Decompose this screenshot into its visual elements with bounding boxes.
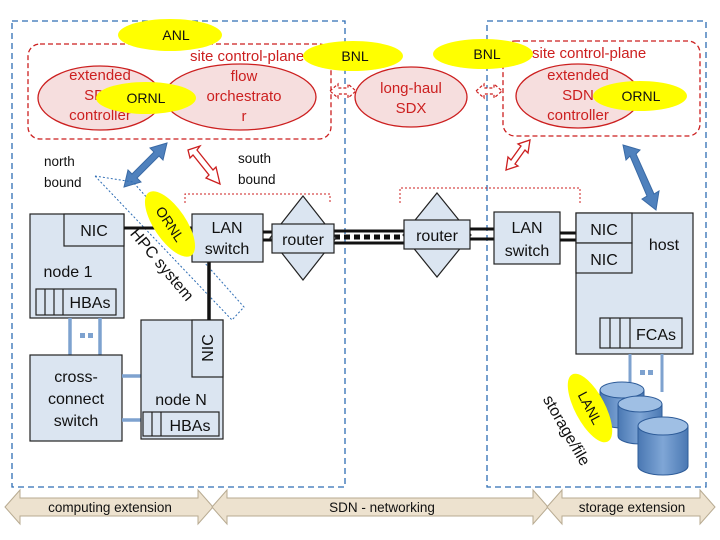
computing-extension-label: computing extension [48, 500, 172, 515]
south-bound-bracket-right [399, 187, 581, 203]
anl-badge [118, 19, 222, 51]
lan-switch-right-line2: switch [505, 243, 549, 260]
host-fcas-label: FCAs [636, 327, 676, 344]
node-n-hbas-box [142, 411, 220, 437]
storage-link-dot-1 [640, 370, 645, 375]
host-nic-1-label: NIC [590, 222, 618, 239]
ext-sdn-ctrl-left-line1: extended [69, 67, 131, 84]
anl-label: ANL [162, 27, 189, 43]
ornl-right-badge [593, 81, 687, 111]
node-1-nic-box [63, 213, 125, 247]
south-bound-arrow-left [187, 144, 221, 186]
sdn-networking-label: SDN - networking [329, 500, 435, 515]
flow-orch-line2: orchestrato [206, 88, 281, 105]
site-control-plane-right-label: site control-plane [532, 45, 646, 62]
lan-switch-left-line2: switch [205, 241, 249, 258]
router-left-box [271, 223, 335, 254]
router-right-label: router [416, 228, 458, 245]
long-haul-sdx-line2: SDX [396, 100, 427, 117]
router-right-box [403, 219, 471, 250]
right-site-control-plane [502, 40, 701, 137]
left-site-region [11, 20, 346, 488]
lan-switch-right-box [493, 211, 561, 265]
lan-switch-right-line1: LAN [511, 220, 542, 237]
cross-connect-line1: cross- [54, 369, 98, 386]
cross-connect-line2: connect [48, 391, 105, 408]
south-bound-line1: south [238, 151, 271, 166]
cross-connect-switch-box [29, 354, 123, 442]
cross-connect-line3: switch [54, 413, 98, 430]
storage-cylinder-3 [637, 416, 689, 476]
site-control-plane-left-label: site control-plane [190, 48, 304, 65]
node-n-label: node N [155, 392, 207, 409]
flow-orch-line1: flow [231, 68, 258, 85]
long-haul-sdx [354, 66, 468, 128]
bnl-left-badge [303, 41, 403, 71]
ext-sdn-ctrl-left-line3: controller [69, 107, 131, 124]
node-1-link-dot-1 [80, 333, 85, 338]
ext-sdn-ctrl-right-line2: SDN [562, 87, 594, 104]
north-bound-line2: bound [44, 175, 82, 190]
node-1-link-dot-2 [88, 333, 93, 338]
ext-sdn-ctrl-right-line1: extended [547, 67, 609, 84]
south-bound-arrow-right [505, 139, 531, 171]
ornl-right-label: ORNL [622, 88, 661, 104]
node-1-hbas-label: HBAs [70, 295, 111, 312]
node-n-hbas-label: HBAs [170, 418, 211, 435]
bnl-right-badge [433, 39, 533, 69]
ornl-controller-badge [96, 82, 196, 114]
lanl-badge [567, 373, 613, 443]
sdx-left-double-arrow [329, 82, 357, 100]
storage-extension-band [546, 488, 716, 526]
ext-sdn-ctrl-right-line3: controller [547, 107, 609, 124]
hpc-system-outline [93, 175, 245, 321]
router-left-label: router [282, 232, 324, 249]
host-fcas-box [599, 317, 683, 349]
north-bound-arrow-right [622, 144, 660, 211]
node-n-nic-box [191, 319, 224, 378]
host-label: host [649, 237, 680, 254]
node-1-hbas-box [35, 288, 117, 316]
node-1-nic-label: NIC [80, 223, 108, 240]
north-bound-arrow-left [123, 142, 168, 188]
long-haul-sdx-line1: long-haul [380, 80, 442, 97]
flow-orch-line3: r [242, 108, 247, 125]
bnl-left-label: BNL [341, 48, 368, 64]
storage-link-dot-2 [648, 370, 653, 375]
ornl-controller-label: ORNL [127, 90, 166, 106]
lan-switch-left-box [191, 213, 264, 263]
node-1-label: node 1 [44, 264, 93, 281]
north-bound-line1: north [44, 154, 75, 169]
storage-extension-label: storage extension [579, 500, 686, 515]
node-n-nic-label: NIC [200, 334, 217, 362]
host-nic-2-box [575, 242, 633, 274]
ornl-hpc-badge [144, 191, 196, 257]
sdx-right-double-arrow [475, 82, 503, 100]
host-nic-2-label: NIC [590, 252, 618, 269]
south-bound-line2: bound [238, 172, 276, 187]
south-bound-bracket-left [184, 193, 331, 203]
right-site-region [486, 20, 707, 488]
lan-switch-left-line1: LAN [211, 220, 242, 237]
bnl-right-label: BNL [473, 46, 500, 62]
